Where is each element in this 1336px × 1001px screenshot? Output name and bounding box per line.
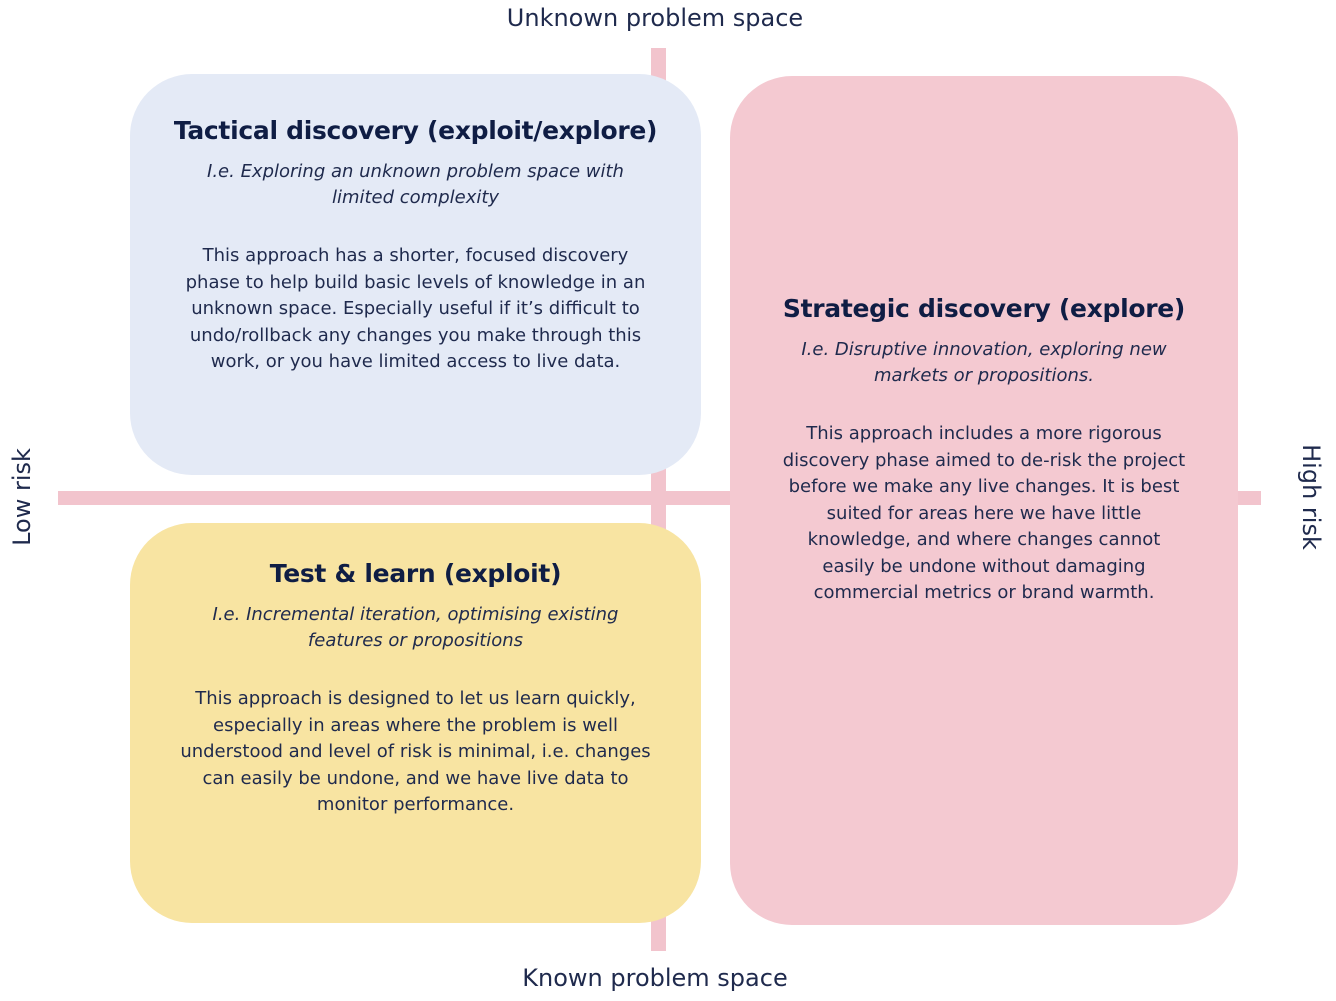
strategic-discovery-card: Strategic discovery (explore) I.e. Disru… [730, 76, 1238, 925]
axis-label-bottom: Known problem space [522, 964, 788, 992]
card-title: Test & learn (exploit) [269, 559, 562, 588]
card-title: Tactical discovery (exploit/explore) [173, 116, 658, 145]
test-and-learn-card: Test & learn (exploit) I.e. Incremental … [130, 523, 701, 923]
axis-label-left: Low risk [8, 448, 36, 546]
card-subtitle: I.e. Exploring an unknown problem space … [207, 161, 624, 208]
card-title: Strategic discovery (explore) [782, 293, 1186, 323]
card-body: This approach includes a more rigorous d… [782, 422, 1186, 604]
tactical-discovery-card: Tactical discovery (exploit/explore) I.e… [130, 74, 701, 475]
axis-label-right: High risk [1297, 444, 1325, 550]
card-body: This approach has a shorter, focused dis… [185, 245, 646, 373]
axis-label-top: Unknown problem space [506, 4, 804, 32]
card-body: This approach is designed to let us lear… [180, 688, 651, 816]
card-subtitle: I.e. Incremental iteration, optimising e… [212, 604, 619, 651]
card-subtitle: I.e. Disruptive innovation, exploring ne… [801, 338, 1167, 386]
